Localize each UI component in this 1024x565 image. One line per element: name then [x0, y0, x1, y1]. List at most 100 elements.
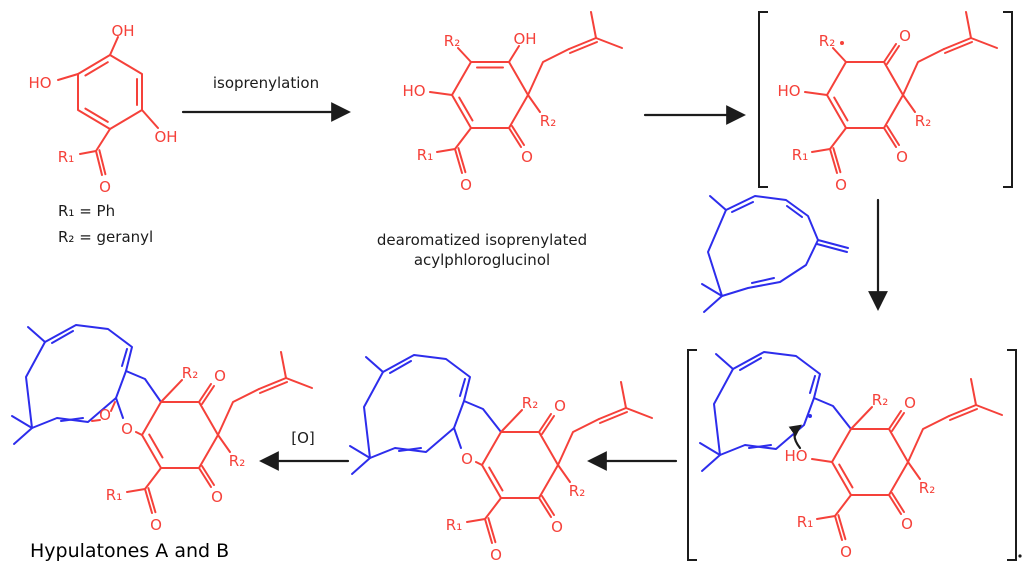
intermediate-name-line2: acylphloroglucinol [414, 251, 550, 269]
structure-germacrene-diene [701, 195, 849, 313]
prenyl-double-bond [943, 37, 973, 54]
ketone-bottom-oxygen-label: O [896, 148, 908, 166]
hydroxyl-left-label: HO [402, 82, 425, 100]
acyl-carbonyl-double-bond [144, 487, 157, 514]
acyl-carbonyl-double-bond [829, 147, 842, 174]
ring-double-bonds [731, 201, 803, 284]
ketone-top-oxygen-label: O [214, 367, 226, 385]
bracket-right [1007, 349, 1017, 561]
ketone-bottom-double-bond [888, 492, 905, 515]
r2-right-label: R₂ [569, 482, 585, 500]
ketone-top-oxygen-label: O [554, 397, 566, 415]
acyl-carbonyl-double-bond [454, 147, 467, 174]
substituent-bonds [804, 11, 998, 153]
ketone-top-double-bond [538, 413, 555, 435]
carbon-oxygen-bond [453, 427, 462, 449]
ketone-bottom-double-bond [538, 495, 555, 518]
intermediate-caption: dearomatized isoprenylated acylphloroglu… [377, 231, 587, 269]
structure-phloroglucinol: OH HO OH R₁ O [28, 22, 177, 196]
ketone-top-oxygen-label: O [904, 394, 916, 412]
prenyl-double-bond [258, 377, 288, 394]
ketone-bottom-oxygen-label: O [901, 515, 913, 533]
structure-phloroglucinol-radical: HO R₂ O R₂ O R₁ O [758, 11, 1013, 194]
methylene-link-bonds [813, 397, 852, 430]
hydroxyl-left-label: HO [777, 82, 800, 100]
acyl-oxygen-label: O [835, 176, 847, 194]
ether-bridge-bonds [91, 401, 116, 422]
ketone-bottom-oxygen-label: O [551, 518, 563, 536]
oxidation-step: [O] [259, 429, 350, 471]
r1-substituent-label: R₁ [446, 516, 462, 534]
prenyl-double-bond [568, 37, 598, 54]
ring-double-bond [148, 433, 164, 459]
r2-top-label: R₂ [182, 364, 198, 382]
r1-substituent-label: R₁ [792, 146, 808, 164]
pyran-oxygen-label: O [121, 420, 133, 438]
acyl-oxygen-label: O [99, 178, 111, 196]
acyl-carbonyl-double-bond [834, 514, 847, 541]
bracket-right [1003, 11, 1013, 188]
ring-double-bond [838, 463, 854, 489]
r2-right-label: R₂ [915, 112, 931, 130]
hydroxyl-bottom-label: OH [154, 128, 177, 146]
hydroxyl-top-label: OH [111, 22, 134, 40]
ketone-oxygen-label: O [521, 148, 533, 166]
gem-dimethyl-bonds [11, 415, 33, 445]
acyl-oxygen-label: O [460, 176, 472, 194]
product-name: Hypulatones A and B [30, 540, 229, 562]
r2-top-label: R₂ [522, 394, 538, 412]
methylene-link-bonds [125, 370, 162, 403]
r2-top-label: R₂ [872, 391, 888, 409]
methyl-bond [715, 353, 734, 370]
ketone-top-double-bond [888, 410, 905, 432]
substituent-bonds [466, 381, 653, 523]
curved-arrow [788, 424, 802, 450]
methyl-bond [365, 356, 384, 373]
r2-definition: R₂ = geranyl [58, 228, 153, 246]
macrocycle-ring [707, 195, 819, 297]
ketone-top-double-bond [198, 383, 215, 405]
ketone-bottom-double-bond [198, 465, 215, 488]
substituent-bonds [126, 351, 313, 493]
ring-double-bonds [458, 66, 504, 122]
ketone-double-bond [508, 125, 525, 148]
acyl-carbonyl-double-bond [484, 517, 497, 544]
r-group-legend: R₁ = Ph R₂ = geranyl [58, 202, 153, 246]
cyclohexene-ring [141, 401, 219, 469]
ring-double-bonds [389, 360, 466, 452]
cyclohexene-ring [831, 428, 909, 496]
substituent-bonds [429, 11, 623, 153]
benzene-ring [77, 54, 143, 130]
cyclohexene-ring [826, 61, 904, 129]
r2-right-label: R₂ [919, 479, 935, 497]
r1-substituent-label: R₁ [58, 148, 74, 166]
substituent-bonds [57, 36, 159, 155]
structure-radical-adduct: HO R₂ O R₂ O R₁ O [687, 349, 1022, 561]
ketone-bottom-oxygen-label: O [211, 488, 223, 506]
structure-cyclized-adduct: O R₂ O R₂ O R₁ O [349, 354, 653, 564]
aromatic-double-bonds [84, 61, 138, 123]
ketone-top-oxygen-label: O [899, 27, 911, 45]
structure-dearomatized-acylphloroglucinol: R₂ OH HO R₂ O R₁ O [402, 11, 623, 194]
bracket-left [758, 11, 768, 188]
oxidation-label: [O] [291, 429, 315, 447]
r1-substituent-label: R₁ [797, 513, 813, 531]
cyclohexene-ring [451, 61, 529, 129]
r2-right-label: R₂ [540, 112, 556, 130]
structure-hypulatones: O O R₂ O R₂ O R₁ O [11, 324, 313, 534]
exocyclic-methylene-double-bond [816, 239, 849, 253]
acyl-oxygen-label: O [490, 546, 502, 564]
isoprenylation-label: isoprenylation [213, 74, 319, 92]
methylene-link-bonds [463, 400, 502, 433]
acyl-oxygen-label: O [840, 543, 852, 561]
methyl-bond [27, 326, 46, 343]
r2-top-label: R₂ [819, 32, 835, 50]
isoprenylation-step: isoprenylation [181, 74, 351, 122]
carbon-oxygen-bond [115, 397, 124, 419]
ring-double-bond [488, 466, 504, 492]
pyran-oxygen-label: O [461, 450, 473, 468]
prenyl-double-bond [598, 407, 628, 424]
methyl-bond [709, 195, 727, 211]
r1-substituent-label: R₁ [417, 146, 433, 164]
